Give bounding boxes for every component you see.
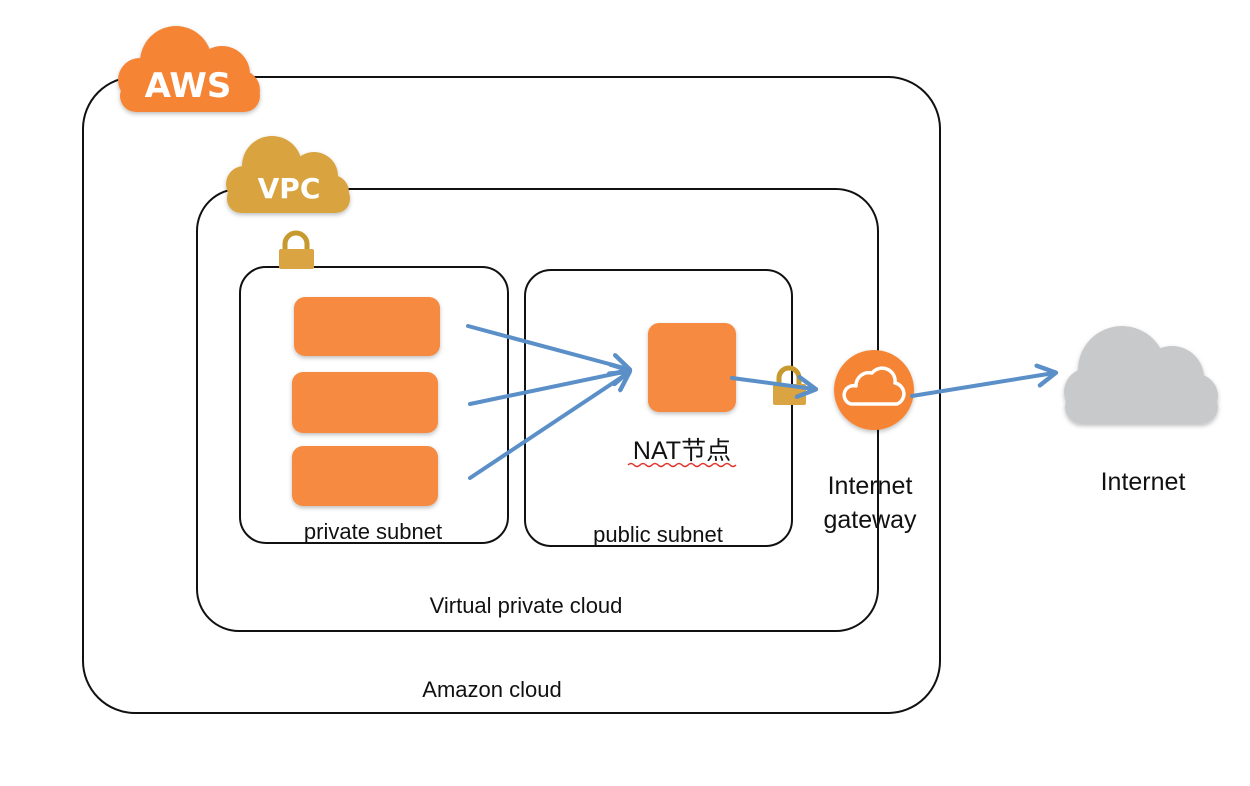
arrow-nat-to-gateway [730, 378, 814, 389]
private-subnet-container [239, 266, 509, 544]
internet-label: Internet [1101, 468, 1186, 496]
arrow-instance2-to-nat [468, 371, 628, 406]
internet-gateway-label-line2: gateway [823, 506, 917, 534]
arrow-gateway-to-internet [910, 373, 1054, 398]
internet-cloud-icon [1064, 326, 1218, 424]
amazon-cloud-container [82, 76, 941, 714]
private-instance-3 [292, 446, 438, 506]
amazon-cloud-label: Amazon cloud [422, 677, 561, 702]
public-subnet-container [524, 269, 793, 547]
public-subnet-label: public subnet [593, 522, 723, 547]
nat-label: NAT节点 [633, 437, 731, 465]
private-instance-2 [292, 372, 438, 433]
vpc-badge-label: VPC [258, 172, 321, 205]
private-instance-1 [294, 297, 440, 356]
internet-gateway-icon [834, 350, 914, 430]
aws-badge-label: AWS [145, 66, 232, 106]
private-subnet-lock-icon [279, 230, 314, 269]
vpc-label: Virtual private cloud [430, 593, 623, 618]
vpc-badge-icon [226, 136, 350, 213]
aws-badge-icon [118, 26, 260, 112]
internet-gateway-label-line1: Internet [828, 472, 913, 500]
private-subnet-label: private subnet [304, 519, 442, 544]
arrow-instance1-to-nat [466, 324, 628, 369]
spellcheck-underline [627, 462, 737, 468]
nat-instance [648, 323, 736, 412]
arrow-instance3-to-nat [468, 373, 628, 480]
